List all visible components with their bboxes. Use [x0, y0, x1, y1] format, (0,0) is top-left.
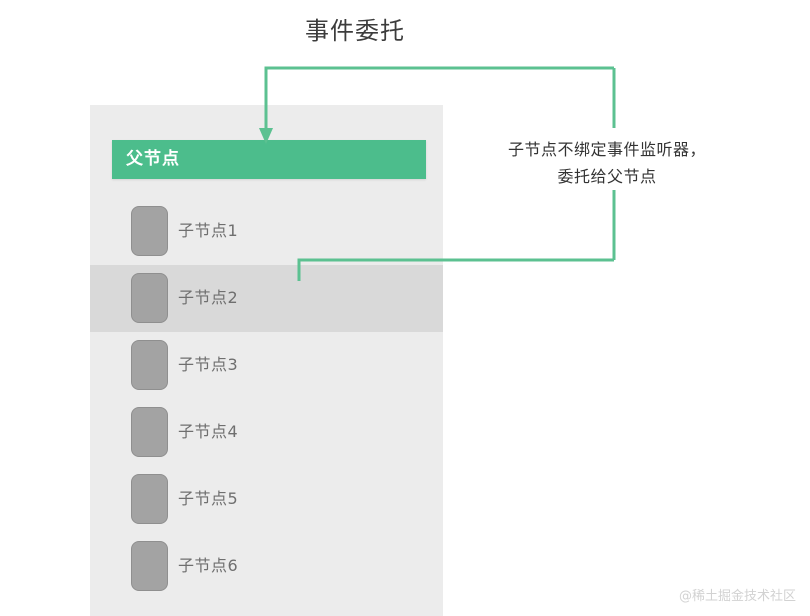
thumbnail-icon: [131, 340, 168, 390]
list-item[interactable]: 子节点5: [90, 466, 443, 533]
annotation-note: 子节点不绑定事件监听器， 委托给父节点: [462, 136, 752, 190]
annotation-line-1: 子节点不绑定事件监听器，: [507, 140, 706, 159]
list-item[interactable]: 子节点4: [90, 399, 443, 466]
list-item-label: 子节点2: [178, 288, 239, 307]
list-item-label: 子节点3: [178, 355, 239, 374]
thumbnail-icon: [131, 206, 168, 256]
list-item[interactable]: 子节点6: [90, 533, 443, 600]
thumbnail-icon: [131, 474, 168, 524]
page-title: 事件委托: [305, 17, 405, 45]
list-item-label: 子节点5: [178, 489, 239, 508]
thumbnail-icon: [131, 541, 168, 591]
thumbnail-icon: [131, 407, 168, 457]
list-item-label: 子节点4: [178, 422, 239, 441]
list-item-label: 子节点6: [178, 556, 239, 575]
list-item[interactable]: 子节点2: [90, 265, 443, 332]
list-item-label: 子节点1: [178, 221, 239, 240]
parent-node-label: 父节点: [126, 149, 180, 169]
watermark: @稀土掘金技术社区: [678, 589, 796, 604]
child-node-list: 子节点1 子节点2 子节点3 子节点4 子节点5 子节点6: [90, 198, 443, 600]
list-item[interactable]: 子节点1: [90, 198, 443, 265]
thumbnail-icon: [131, 273, 168, 323]
list-item[interactable]: 子节点3: [90, 332, 443, 399]
annotation-line-2: 委托给父节点: [557, 167, 657, 186]
parent-node-panel: 父节点 子节点1 子节点2 子节点3 子节点4 子节点5: [90, 105, 443, 616]
parent-node-header[interactable]: 父节点: [112, 140, 426, 179]
